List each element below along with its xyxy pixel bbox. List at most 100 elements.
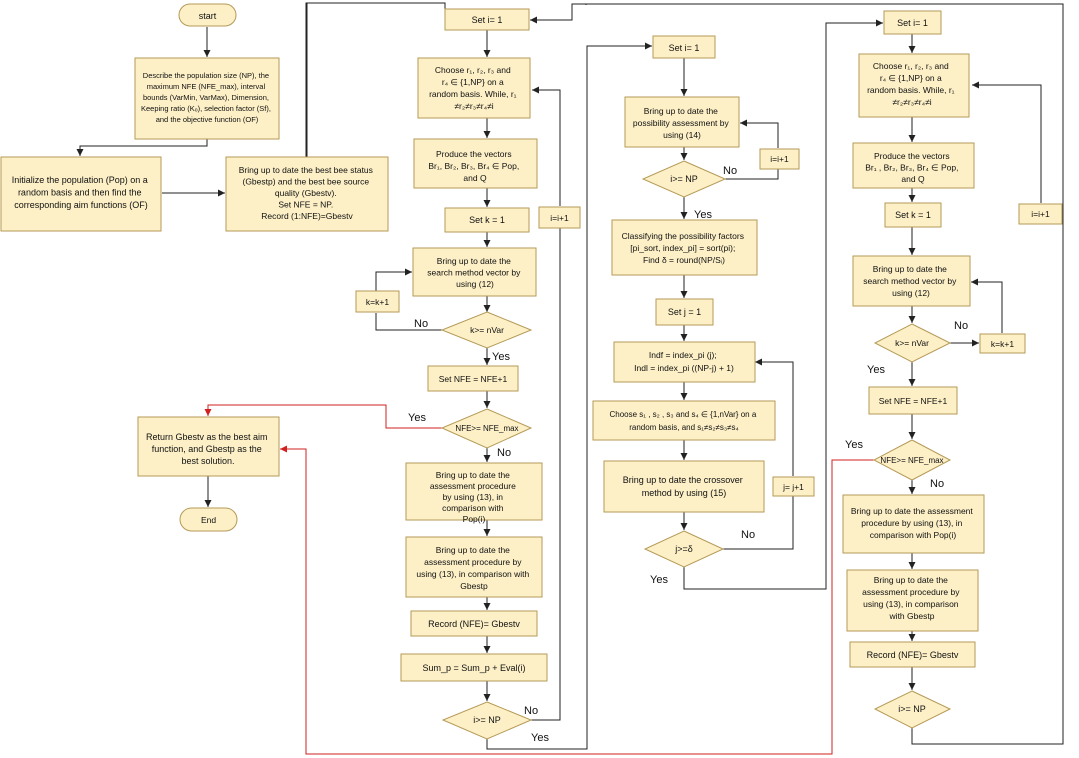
c1-k-condition-text: k>= nVar	[470, 325, 504, 335]
c1-set-i-text: Set i= 1	[472, 15, 503, 25]
column-2: Set i= 1 Bring up to date the possibilit…	[592, 35, 815, 568]
c3-set-i-text: Set i= 1	[897, 18, 928, 28]
c1-set-nfe-text: Set NFE = NFE+1	[439, 374, 508, 384]
c1-k-condition-diamond	[440, 311, 533, 349]
c2-i-increment-text: i=i+1	[770, 154, 789, 164]
c1-assess-pop-text: Bring up to date the assessment procedur…	[430, 470, 518, 524]
c3-k-increment-box	[979, 333, 1026, 354]
c1-set-nfe-box	[427, 365, 519, 392]
c2-j-condition-diamond	[643, 530, 725, 568]
c1-record-box	[410, 610, 538, 637]
edge-labels: No Yes Yes No No Yes No Yes No Yes No Ye…	[408, 165, 968, 744]
c2-choose-s-box	[592, 400, 776, 441]
c3-i-increment-box	[1018, 203, 1063, 225]
c1-set-k-text: Set k = 1	[469, 215, 505, 225]
c2-indf-text: Indf = index_pi (j); Indl = index_pi ((N…	[634, 350, 734, 373]
c2-set-j-box	[655, 298, 714, 326]
best-bee-status-text: Bring up to date the best bee status (Gb…	[239, 165, 376, 221]
c3-assess-pop-text: Bring up to date the assessment procedur…	[851, 506, 975, 540]
c1-assess-gbest-text: Bring up to date the assessment procedur…	[416, 545, 531, 591]
c2-choose-s-text: Choose s₁ , s₂ , s₃ and s₄ ∈ {1,nVar} on…	[609, 410, 758, 432]
describe-parameters-box	[134, 57, 280, 140]
c3-k-yes-label: Yes	[867, 364, 885, 376]
initialize-population-text: Initialize the population (Pop) on a ran…	[12, 175, 151, 210]
describe-parameters-text: Describe the population size (NP), the m…	[141, 71, 273, 124]
c2-i-condition-diamond	[641, 160, 727, 198]
c1-search-box	[412, 247, 537, 297]
c3-k-condition-diamond	[873, 323, 952, 363]
end-label: End	[201, 515, 216, 525]
c3-choose-text: Choose r₁, r₂, r₃ and r₄ ∈ {1,NP} on a r…	[867, 61, 957, 107]
c3-produce-text: Produce the vectors Br₁ , Br₂, Br₃, Br₄ …	[865, 151, 961, 184]
return-best-solution-text: Return Gbestv as the best aim function, …	[146, 432, 270, 466]
c2-set-i-text: Set i= 1	[669, 43, 700, 53]
c1-sum-box	[400, 653, 548, 682]
c3-choose-box	[858, 53, 970, 118]
c1-choose-box	[417, 57, 531, 119]
c3-search-box	[852, 255, 971, 307]
c1-i-yes-label: Yes	[531, 732, 549, 744]
c1-search-text: Bring up to date the search method vecto…	[427, 256, 522, 289]
c3-search-text: Bring up to date the search method vecto…	[863, 264, 958, 298]
initialize-population-box	[0, 156, 162, 232]
c3-k-condition-text: k>= nVar	[895, 338, 929, 348]
c1-choose-text: Choose r₁, r₂, r₃ and r₄ ∈ {1,NP} on a r…	[429, 65, 519, 111]
c2-possibility-text: Bring up to date the possibility assessm…	[633, 106, 731, 140]
c1-k-no-label: No	[414, 318, 428, 330]
c2-crossover-box	[603, 460, 765, 513]
c3-record-text: Record (NFE)= Gbestv	[867, 650, 959, 660]
c3-i-condition-diamond	[873, 690, 952, 729]
c1-i-condition-diamond	[441, 701, 533, 740]
c2-i-no-label: No	[723, 165, 737, 177]
c1-assess-gbest-box	[405, 536, 543, 598]
c2-j-increment-text: j= j+1	[782, 482, 804, 492]
c3-nfe-no-label: No	[930, 478, 944, 490]
c1-set-k-box	[444, 207, 530, 233]
c1-i-increment-text: i=i+1	[550, 213, 569, 223]
c3-set-nfe-box	[868, 386, 958, 415]
c3-assess-gbest-text: Bring up to date the assessment procedur…	[862, 575, 962, 621]
c2-j-condition-text: j>=δ	[674, 544, 693, 554]
c3-record-box	[849, 641, 976, 668]
c3-nfe-condition-text: NFE>= NFE_max	[880, 456, 943, 465]
c2-possibility-box	[624, 96, 740, 148]
c3-i-increment-text: i=i+1	[1031, 209, 1050, 219]
c2-set-j-text: Set j = 1	[668, 307, 701, 317]
c3-nfe-yes-label: Yes	[845, 439, 863, 451]
c3-assess-pop-box	[842, 494, 985, 554]
c2-indf-box	[613, 341, 756, 383]
c3-assess-gbest-box	[846, 569, 979, 632]
c1-sum-text: Sum_p = Sum_p + Eval(i)	[422, 663, 525, 673]
left-column: start Describe the population size (NP),…	[0, 3, 389, 532]
c2-j-increment-box	[772, 476, 815, 497]
c3-i-condition-text: i>= NP	[898, 704, 926, 714]
c3-set-nfe-text: Set NFE = NFE+1	[879, 396, 948, 406]
c1-k-increment-box	[355, 290, 400, 313]
column-1: Set i= 1 Choose r₁, r₂, r₃ and r₄ ∈ {1,N…	[355, 8, 581, 740]
c1-k-yes-label: Yes	[492, 351, 510, 363]
c2-j-yes-label: Yes	[650, 574, 668, 586]
c2-crossover-text: Bring up to date the crossover method by…	[623, 475, 746, 498]
c1-record-text: Record (NFE)= Gbestv	[428, 619, 520, 629]
c2-set-i-box	[652, 35, 716, 59]
c1-i-increment-box	[538, 206, 581, 229]
c1-produce-box	[413, 138, 538, 189]
best-bee-status-box	[225, 156, 389, 232]
c1-nfe-condition-diamond	[440, 408, 533, 449]
start-label: start	[199, 11, 217, 21]
c1-nfe-yes-label: Yes	[408, 412, 426, 424]
c1-produce-text: Produce the vectors Br₁, Br₂, Br₃, Br₄ ∈…	[428, 149, 521, 183]
c2-classify-box	[611, 219, 758, 276]
start-terminator	[178, 3, 237, 27]
c3-produce-box	[852, 142, 975, 189]
c3-k-no-label: No	[954, 320, 968, 332]
c2-i-yes-label: Yes	[694, 209, 712, 221]
end-terminator	[179, 507, 238, 532]
c2-classify-text: Classifying the possibility factors [pi_…	[622, 231, 747, 265]
c2-i-condition-text: i>= NP	[670, 174, 698, 184]
c1-nfe-condition-text: NFE>= NFE_max	[455, 424, 518, 433]
c3-set-k-box	[884, 202, 942, 228]
connectors	[76, 2, 1064, 755]
c3-set-k-text: Set k = 1	[895, 210, 931, 220]
